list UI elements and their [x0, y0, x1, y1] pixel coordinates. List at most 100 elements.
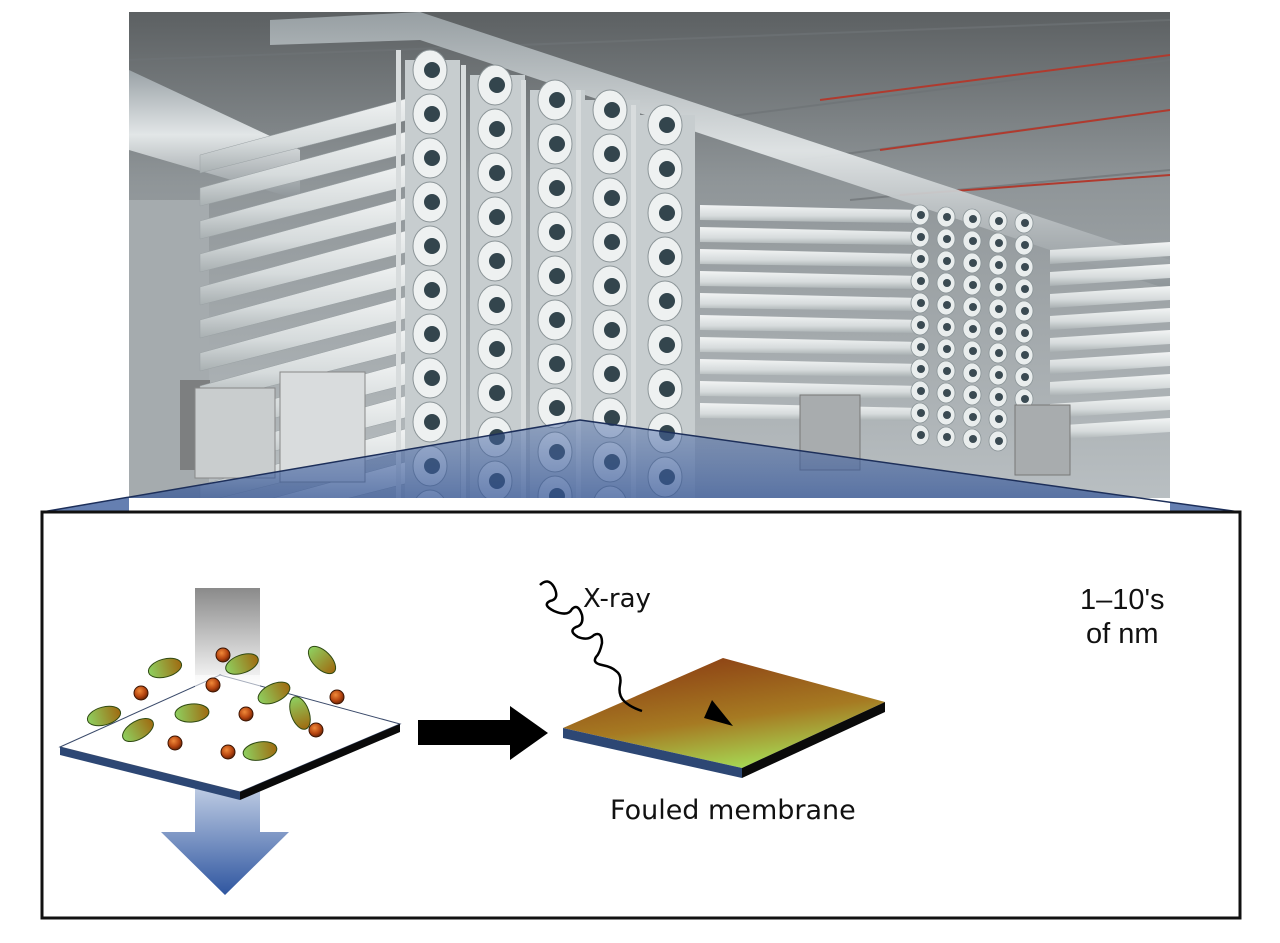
vessel-port	[604, 410, 620, 426]
vessel-port	[1021, 373, 1029, 381]
vessel-port	[549, 356, 565, 372]
control-panel-4	[1014, 404, 1071, 476]
rack-pole	[576, 90, 581, 498]
fouled-membrane-label: Fouled membrane	[610, 795, 856, 826]
vessel-port	[604, 190, 620, 206]
vessel-port	[549, 312, 565, 328]
vessel-port	[995, 349, 1003, 357]
vessel-port	[549, 268, 565, 284]
vessel-port	[969, 325, 977, 333]
inorganic-particle	[167, 735, 183, 751]
plant-photo	[129, 12, 1170, 498]
vessel-side	[1050, 264, 1170, 286]
vessel-port	[489, 165, 505, 181]
vessel-side	[1050, 242, 1170, 264]
vessel-port	[424, 282, 440, 298]
vessel-port	[969, 281, 977, 289]
vessel-port	[424, 62, 440, 78]
vessel-port	[943, 345, 951, 353]
vessel-port	[917, 255, 925, 263]
vessel-side	[1050, 374, 1170, 396]
inorganic-particle	[308, 722, 324, 738]
vessel-port	[1021, 241, 1029, 249]
vessel-port	[943, 235, 951, 243]
inorganic-particle	[329, 689, 345, 705]
organic-foulant	[147, 657, 183, 679]
vessel-port	[917, 233, 925, 241]
vessel-port	[995, 261, 1003, 269]
organic-foulant	[225, 653, 259, 675]
vessel-side	[1050, 286, 1170, 308]
vessel-port	[424, 150, 440, 166]
scale-label: 1–10's of nm	[1080, 583, 1165, 651]
vessel-port	[969, 391, 977, 399]
vessel-port	[604, 234, 620, 250]
vessel-port	[424, 414, 440, 430]
vessel-side	[700, 227, 920, 245]
vessel-port	[995, 283, 1003, 291]
vessel-port	[489, 121, 505, 137]
vessel-port	[943, 433, 951, 441]
vessel-port	[659, 117, 675, 133]
vessel-port	[995, 217, 1003, 225]
vessel-side	[1050, 330, 1170, 352]
vessel-port	[489, 253, 505, 269]
vessel-port	[659, 161, 675, 177]
vessel-port	[489, 77, 505, 93]
vessel-side	[1050, 352, 1170, 374]
vessel-port	[943, 389, 951, 397]
vessel-port	[943, 301, 951, 309]
vessel-port	[1021, 307, 1029, 315]
air-duct	[129, 70, 300, 200]
vessel-side	[700, 271, 920, 289]
vessel-port	[549, 180, 565, 196]
vessel-port	[489, 209, 505, 225]
vessel-port	[659, 249, 675, 265]
fouled-membrane-sheet	[563, 658, 885, 768]
vessel-port	[1021, 329, 1029, 337]
membrane-edge-side	[240, 724, 400, 800]
organic-foulant	[86, 705, 122, 727]
rack-pole	[396, 50, 401, 498]
vessel-port	[1021, 351, 1029, 359]
inorganic-particle	[133, 685, 149, 701]
vessel-port	[659, 205, 675, 221]
vessel-port	[917, 431, 925, 439]
foulant-particles	[86, 645, 345, 761]
vessel-side	[700, 249, 920, 267]
vessel-port	[549, 224, 565, 240]
vessel-port	[549, 400, 565, 416]
vessel-port	[917, 365, 925, 373]
vessel-port	[943, 367, 951, 375]
vessel-port	[969, 215, 977, 223]
vessel-port	[995, 371, 1003, 379]
vessel-port	[917, 343, 925, 351]
vessel-port	[659, 293, 675, 309]
xray-arrowhead-icon	[704, 700, 733, 726]
organic-foulant	[257, 681, 291, 705]
vessel-side	[700, 205, 920, 223]
scale-label-line1: 1–10's	[1080, 584, 1165, 616]
vessel-port	[943, 279, 951, 287]
vessel-port	[604, 322, 620, 338]
organic-foulant	[242, 741, 278, 761]
vessel-side	[1050, 308, 1170, 330]
fouled-membrane-edge-front	[563, 728, 742, 778]
fouled-membrane-stage	[539, 580, 885, 778]
vessel-port	[943, 257, 951, 265]
vessel-port	[604, 278, 620, 294]
inorganic-particle	[215, 647, 231, 663]
vessel-port	[1021, 219, 1029, 227]
inorganic-particle	[220, 744, 236, 760]
vessel-port	[424, 238, 440, 254]
xray-wave-icon	[539, 580, 643, 713]
vessel-port	[604, 366, 620, 382]
vessel-port	[995, 415, 1003, 423]
vessel-port	[549, 92, 565, 108]
vessel-port	[917, 409, 925, 417]
membrane-rack-right	[700, 204, 1170, 454]
vessel-port	[917, 299, 925, 307]
vessel-port	[659, 381, 675, 397]
vessel-port	[424, 106, 440, 122]
